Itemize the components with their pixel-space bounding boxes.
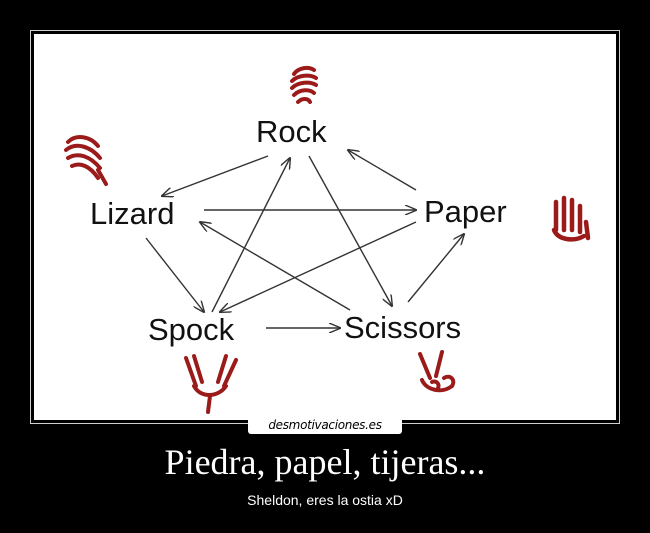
arrow-rock-to-scissors	[308, 155, 392, 306]
arrow-layer	[145, 34, 616, 420]
arrow-rock-to-lizard	[162, 155, 269, 196]
lizard-hand-icon	[64, 135, 108, 186]
node-rock: Rock	[256, 114, 327, 149]
node-spock: Spock	[148, 312, 235, 347]
spock-hand-icon	[184, 354, 238, 414]
scissors-hand-icon	[418, 350, 456, 393]
arrow-scissors-to-paper	[407, 234, 464, 303]
arrow-paper-to-rock	[348, 150, 417, 191]
site-watermark: desmotivaciones.es	[248, 416, 402, 434]
node-scissors: Scissors	[344, 310, 462, 345]
node-lizard: Lizard	[90, 196, 175, 231]
paper-hand-icon	[551, 195, 591, 242]
arrow-paper-to-spock	[220, 221, 417, 312]
arrow-lizard-to-spock	[145, 237, 204, 312]
node-paper: Paper	[424, 194, 507, 229]
caption-subtitle: Sheldon, eres la ostia xD	[247, 492, 403, 508]
caption-title: Piedra, papel, tijeras...	[164, 442, 486, 482]
arrow-scissors-to-lizard	[200, 222, 351, 311]
rock-hand-icon	[290, 65, 318, 104]
poster-image: Rock Paper Lizard Spock Scissors	[34, 34, 616, 420]
arrow-spock-to-rock	[211, 158, 290, 313]
